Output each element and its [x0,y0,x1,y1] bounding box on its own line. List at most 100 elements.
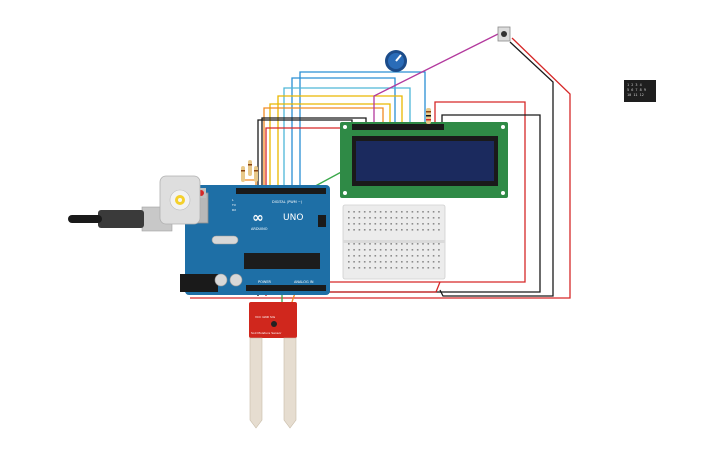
usb-cable[interactable] [68,206,173,232]
potentiometer[interactable] [385,50,407,72]
breadboard-hole [432,223,435,225]
breadboard-hole [416,223,419,225]
breadboard-hole [432,267,435,269]
breadboard-hole [374,229,377,231]
wire-blue-1[interactable] [291,77,396,190]
breadboard-hole [363,249,366,251]
breadboard-hole [411,255,414,257]
breadboard-hole [358,255,361,257]
breadboard-hole [416,217,419,219]
lcd-module[interactable] [340,122,508,198]
resistor-group[interactable] [241,160,258,182]
breadboard-hole [379,211,382,213]
breadboard-hole [427,255,430,257]
note-line-3: 10 11 12 [627,93,644,97]
wire-red-lcd-right[interactable] [330,101,526,283]
breadboard-hole [411,211,414,213]
breadboard-hole [432,249,435,251]
dc-motor[interactable] [159,175,201,225]
breadboard-hole [401,223,403,225]
breadboard-hole [379,217,382,219]
breadboard-hole [390,211,392,213]
soil-moisture-sensor[interactable]: VCC GND SIG Soil Moisture Sensor [249,302,297,429]
l-label: L [232,198,234,202]
breadboard-hole [422,217,424,219]
breadboard-hole [374,223,377,225]
breadboard-hole [401,229,403,231]
breadboard-hole [411,267,414,269]
breadboard-hole [348,255,350,257]
resistor-lcd[interactable] [426,108,431,124]
breadboard-hole [401,243,403,245]
breadboard-hole [363,211,366,213]
note-line-1: 1 2 3 4 [627,83,642,87]
breadboard[interactable] [342,204,446,280]
breadboard-hole [379,229,382,231]
wire-black-lcd-right[interactable] [300,114,541,293]
breadboard-hole [390,267,392,269]
wire-red-bottom[interactable] [330,281,441,293]
wire-yellow-2[interactable] [269,103,391,190]
probe-right [283,337,297,429]
breadboard-hole [374,217,377,219]
breadboard-hole [427,211,430,213]
breadboard-hole [406,223,408,225]
breadboard-hole [385,243,387,245]
breadboard-hole [406,211,408,213]
wires [190,33,571,309]
breadboard-hole [432,243,435,245]
note-box[interactable]: 1 2 3 4 5 6 7 8 9 10 11 12 [624,80,656,102]
breadboard-hole [385,211,387,213]
wire-red-button[interactable] [190,37,571,299]
breadboard-hole [363,223,366,225]
breadboard-hole [348,243,350,245]
breadboard-hole [438,267,440,269]
breadboard-hole [353,217,355,219]
tx-label: TX [231,203,236,207]
breadboard-hole [427,229,430,231]
wire-orange-1[interactable] [263,107,384,190]
breadboard-hole [369,243,371,245]
lcd-screen [356,141,494,181]
digital-header [236,188,326,194]
breadboard-hole [416,229,419,231]
breadboard-hole [395,267,398,269]
breadboard-hole [395,223,398,225]
breadboard-hole [369,229,371,231]
breadboard-hole [348,249,350,251]
breadboard-hole [438,261,440,263]
breadboard-hole [348,217,350,219]
breadboard-hole [395,249,398,251]
breadboard-hole [438,255,440,257]
breadboard-hole [395,255,398,257]
wire-magenta[interactable] [373,33,499,128]
breadboard-hole [353,243,355,245]
breadboard-hole [416,243,419,245]
breadboard-hole [438,211,440,213]
breadboard-hole [432,261,435,263]
wire-yellow-1[interactable] [277,95,403,190]
breadboard-hole [438,217,440,219]
arduino-logo: ∞ [252,210,264,226]
breadboard-hole [406,229,408,231]
breadboard-hole [395,217,398,219]
wire-blue-2[interactable] [299,71,426,190]
wire-cyan[interactable] [283,87,411,190]
breadboard-hole [416,255,419,257]
breadboard-hole [427,217,430,219]
breadboard-hole [395,243,398,245]
breadboard-hole [379,261,382,263]
breadboard-hole [374,249,377,251]
push-button[interactable] [497,26,511,42]
breadboard-hole [390,217,392,219]
breadboard-hole [385,249,387,251]
wire-black-button[interactable] [439,41,554,297]
breadboard-hole [385,267,387,269]
breadboard-hole [416,267,419,269]
breadboard-hole [358,243,361,245]
breadboard-hole [353,267,355,269]
breadboard-hole [401,261,403,263]
breadboard-hole [353,249,355,251]
analog-header [246,285,326,291]
breadboard-hole [401,255,403,257]
